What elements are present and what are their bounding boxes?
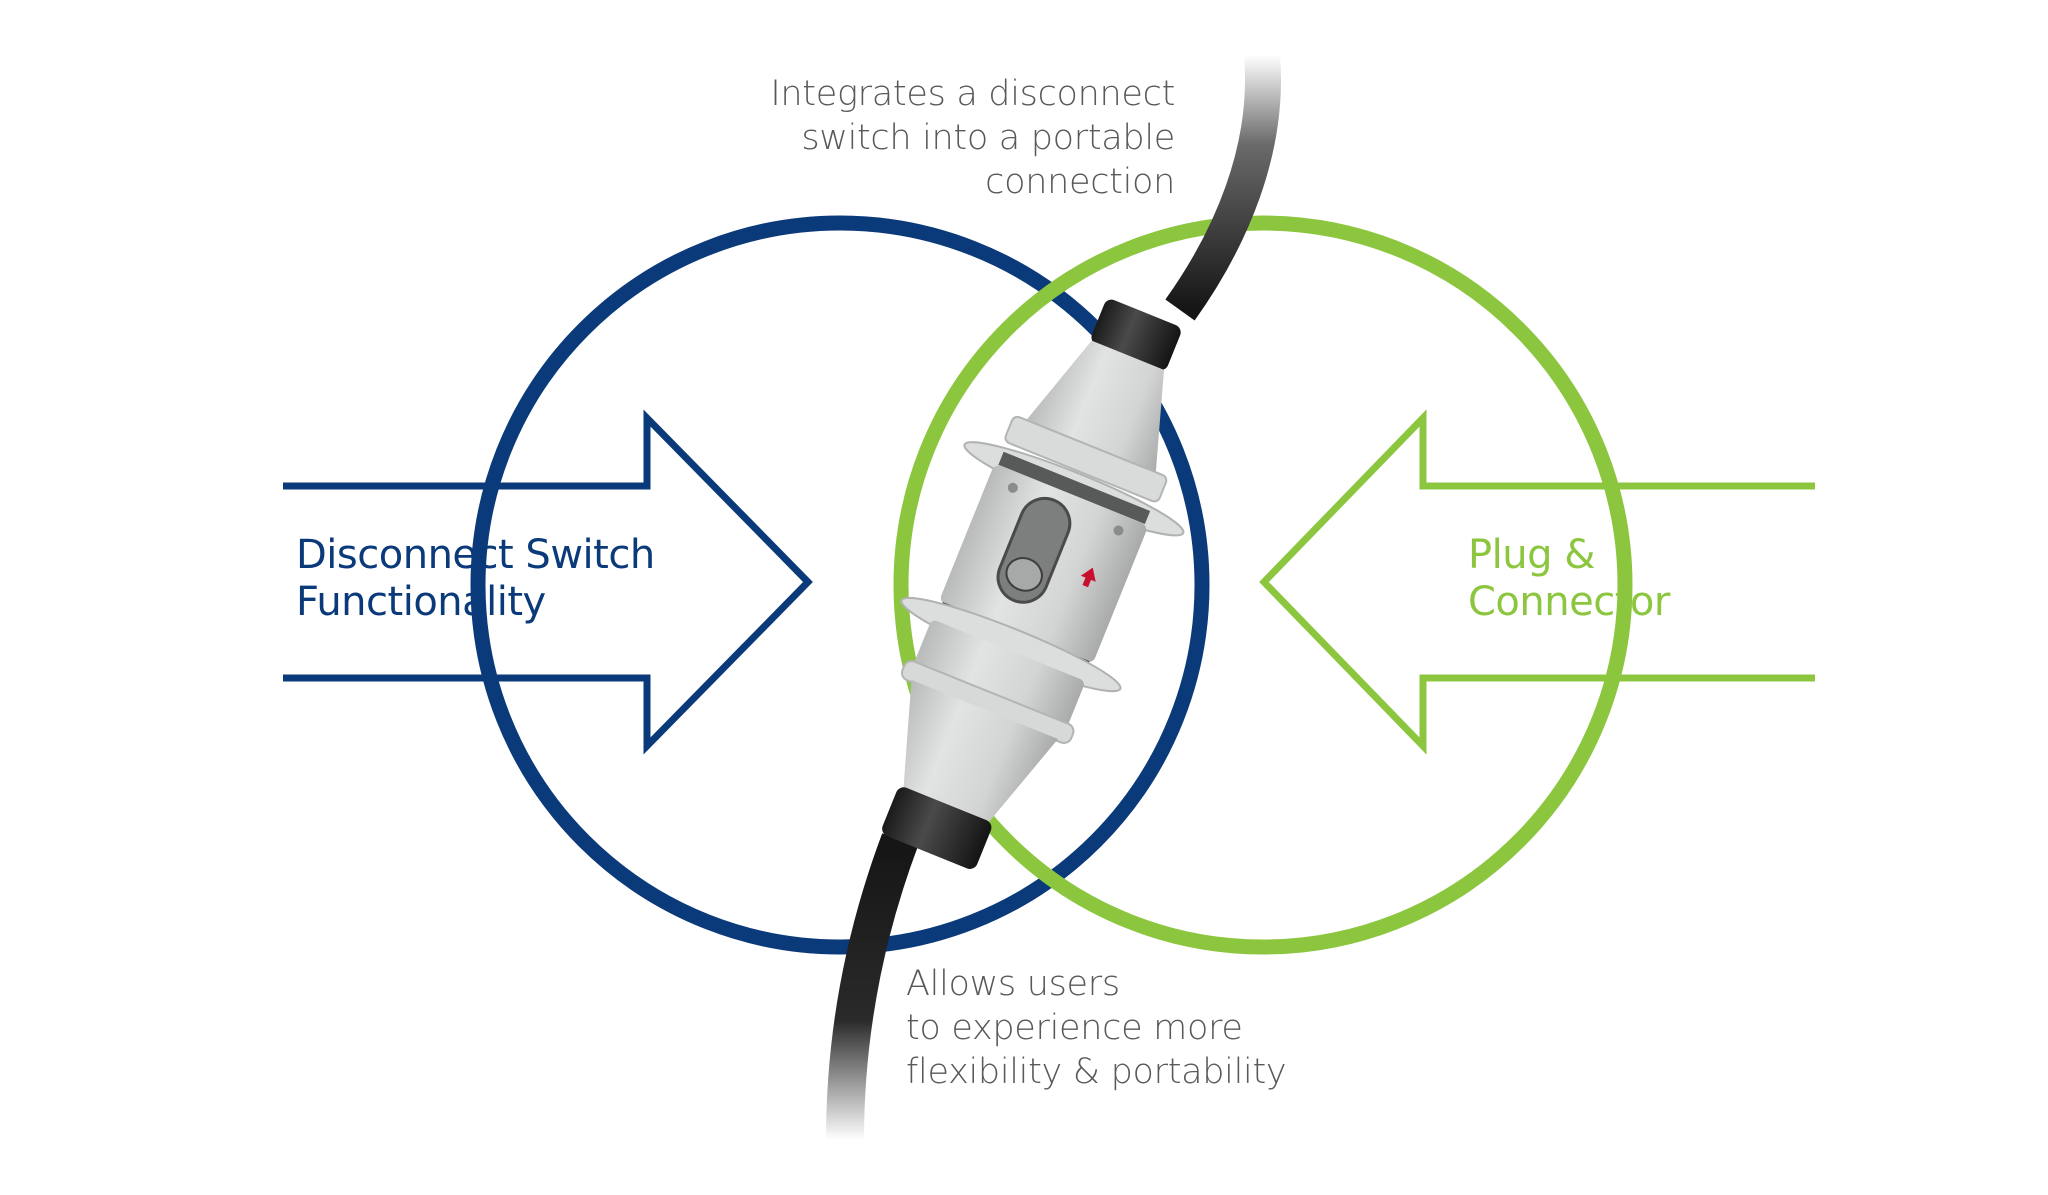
plug-arrow [1259,409,1815,755]
disconnect-switch-label: Disconnect Switch Functionality [296,532,655,626]
upper-housing [1023,340,1164,477]
bottom-caption: Allows users to experience more flexibil… [906,962,1287,1094]
red-arrow-indicator [1080,567,1096,588]
plug-connector-label-line: Connector [1468,579,1670,625]
plug-connector-icon [826,53,1281,1141]
lower-housing [903,679,1058,825]
top-caption-line: switch into a portable [801,118,1175,158]
top-caption-line: connection [985,162,1175,202]
plug-connector-circle [893,215,1633,955]
plug-connector-label: Plug & Connector [1468,532,1670,626]
disconnect-arrow [283,409,813,755]
bottom-caption-line: Allows users [906,964,1120,1004]
top-gland-nut [1091,299,1181,371]
plug-connector-label-line: Plug & [1468,532,1595,578]
disconnect-switch-label-line: Functionality [296,579,546,625]
disconnect-switch-label-line: Disconnect Switch [296,532,655,578]
bottom-gland-nut [882,787,992,869]
bottom-caption-line: to experience more [906,1008,1243,1048]
bottom-caption-line: flexibility & portability [906,1052,1287,1092]
cable-top [1165,53,1281,321]
cable-bottom [826,833,918,1141]
top-caption-line: Integrates a disconnect [770,74,1175,114]
disconnect-switch-circle [470,215,1210,955]
top-caption: Integrates a disconnect switch into a po… [770,72,1175,204]
